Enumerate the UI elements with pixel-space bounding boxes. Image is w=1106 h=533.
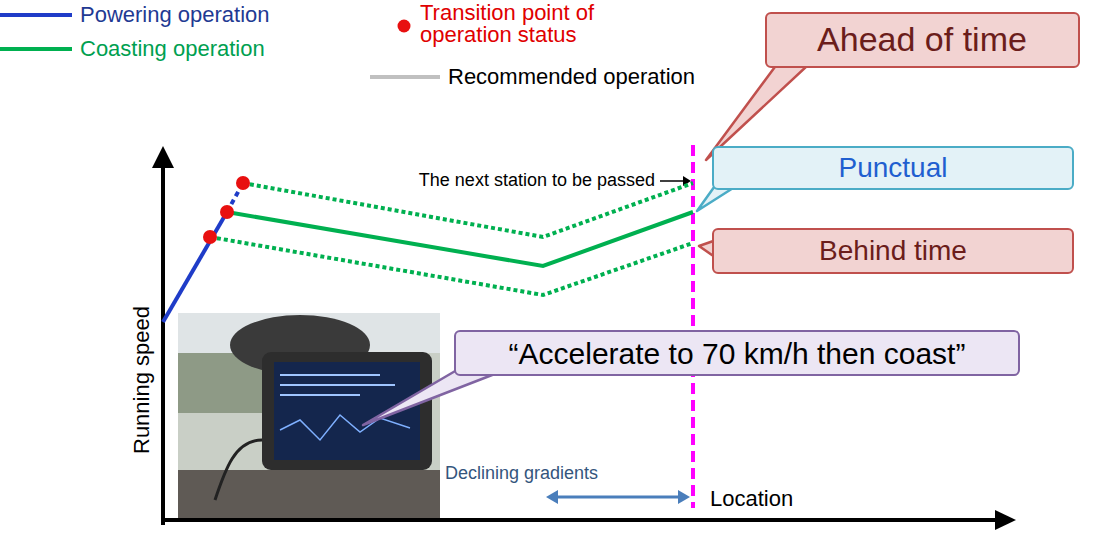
legend-text: Coasting operation: [80, 38, 265, 60]
legend-swatch: [0, 39, 72, 59]
callout-box: Behind time: [712, 228, 1074, 274]
legend-swatch: [0, 5, 72, 25]
tablet-cable: [215, 440, 262, 500]
callout-text: Behind time: [819, 236, 967, 267]
tablet-photo: [178, 313, 440, 520]
annotation-label: The next station to be passed: [419, 170, 655, 191]
legend-text: Recommended operation: [448, 66, 695, 88]
tablet-body: [262, 352, 432, 470]
powering-curve: [163, 212, 227, 322]
coasting-curve-ahead: [243, 183, 693, 237]
annotation-label: Declining gradients: [445, 463, 598, 484]
legend-line: [0, 47, 72, 51]
transition-point: [220, 205, 234, 219]
callout-tail: [706, 52, 822, 160]
transition-point: [236, 176, 250, 190]
gradient-span: [556, 496, 680, 499]
screen-text-line: [280, 374, 380, 376]
legend-line: [0, 13, 72, 17]
legend-text: Powering operation: [80, 4, 270, 26]
callout-text: Punctual: [839, 153, 948, 184]
axis-arrowhead: [995, 510, 1016, 530]
legend-item: Powering operation: [0, 4, 270, 26]
station-line: [691, 145, 695, 508]
legend-item: Coasting operation: [0, 38, 265, 60]
span-arrowhead: [678, 490, 690, 504]
transition-point: [203, 230, 217, 244]
legend-swatch: [370, 67, 440, 87]
leader-arrow: [660, 180, 684, 182]
span-arrowhead: [546, 490, 558, 504]
photo-ground: [178, 313, 440, 520]
screen-text-line: [280, 384, 395, 386]
legend-item: Transition point of operation status: [396, 2, 610, 46]
x-axis: [161, 518, 998, 522]
legend-line: [370, 75, 440, 79]
axis-arrowhead: [152, 146, 174, 168]
screen-text-line: [280, 394, 360, 396]
callout-text: “Accelerate to 70 km/h then coast”: [509, 337, 966, 370]
callout-text: Ahead of time: [817, 21, 1027, 58]
axis-label: Location: [710, 486, 793, 511]
callout-box: Ahead of time: [765, 12, 1080, 68]
legend-swatch: [396, 14, 412, 34]
axis-label: Running speed: [129, 306, 154, 454]
legend-dot: [398, 20, 411, 33]
screen-graph: [280, 415, 410, 440]
legend-text: Transition point of operation status: [420, 2, 610, 46]
coasting-curve-behind: [210, 237, 693, 295]
y-axis: [161, 162, 165, 525]
coasting-curve-punctual: [227, 212, 693, 266]
legend-item: Recommended operation: [370, 66, 695, 88]
callout-box: “Accelerate to 70 km/h then coast”: [454, 330, 1020, 376]
callout-box: Punctual: [712, 146, 1074, 190]
